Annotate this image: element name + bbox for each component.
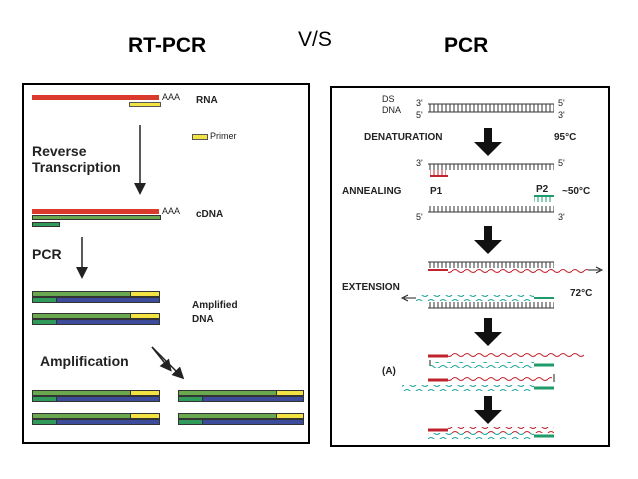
second-strand-3-prime: 3' [558,212,565,222]
annealing-temp: ~50°C [562,186,591,197]
product-a-2 [402,374,555,391]
reverse-transcription-label: Reverse Transcription [32,143,121,175]
extension-bottom [400,294,554,309]
copy-1-bottom [56,396,160,402]
rt-pcr-panel: AAA RNA Primer Reverse Transcription AAA… [22,83,310,444]
amplified-dna-label: Amplified DNA [192,300,238,325]
product-a-1 [428,353,584,368]
cdna-primer [32,222,60,227]
copy-4-bottom [202,419,304,425]
copy-2-top-primer [130,413,160,419]
final-product [428,427,554,439]
pcr-step-label: PCR [32,246,62,262]
rna-strand [32,95,159,100]
vs-label: V/S [298,28,332,51]
annealing-label: ANNEALING [342,186,402,197]
denatured-top [428,163,554,170]
primer-legend-label: Primer [210,131,237,141]
step-arrow-4 [474,396,502,424]
extension-top [428,261,604,274]
rna-label: RNA [196,95,218,106]
pcr-panel: DS DNA 3' 5' 5' 3' DENATURATION 95°C 3' … [330,86,610,447]
ds-dna-3-prime-bottom: 3' [558,110,565,120]
cdna-poly-a-tail: AAA [162,206,181,216]
copy-2-bottom [56,419,160,425]
amplification-arrow-right [151,346,185,380]
extension-label: EXTENSION [342,282,400,293]
pcr-diagram [400,103,604,439]
primer-legend-swatch [192,134,208,140]
step-arrow-1 [474,128,502,156]
ds-dna-3-prime-top: 3' [416,98,423,108]
copy-3-bottom [202,396,304,402]
pcr-title: PCR [444,34,489,57]
copy-3-top-primer [276,390,304,396]
primer-p2-teeth [534,196,552,202]
step-arrow-3 [474,318,502,346]
copy-1-top-primer [130,390,160,396]
poly-a-tail: AAA [162,92,181,102]
primer-p1-label: P1 [430,186,443,197]
denaturation-label: DENATURATION [364,132,443,143]
ds-dna-5-prime-bottom: 5' [416,110,423,120]
denaturation-temp: 95°C [554,132,577,143]
second-strand-5-prime: 5' [416,212,423,222]
rt-pcr-arrows [76,125,185,380]
copy-4-top-primer [276,413,304,419]
cdna-rna-strand [32,209,159,214]
step-arrow-2 [474,226,502,254]
extension-temp: 72°C [570,288,593,299]
amplification-label: Amplification [40,353,129,369]
cdna-label: cDNA [196,209,224,220]
amplified-top-2-primer [130,313,160,319]
primer-strand [129,102,161,107]
ds-dna-label: DS DNA [382,94,402,115]
amplified-top-1-primer [130,291,160,297]
amplified-bottom-1 [56,297,160,303]
rt-pcr-title: RT-PCR [128,34,207,57]
cdna-strand [32,215,161,220]
amplified-bottom-2 [56,319,160,325]
ds-dna-5-prime-top: 5' [558,98,565,108]
single-strand-5-prime: 5' [558,158,565,168]
ds-dna [428,103,554,113]
denatured-bottom [428,206,554,213]
primer-p2-label: P2 [536,184,549,195]
single-strand-3-prime: 3' [416,158,423,168]
primer-p1-teeth [430,170,446,176]
panel-a-label: (A) [382,366,396,377]
